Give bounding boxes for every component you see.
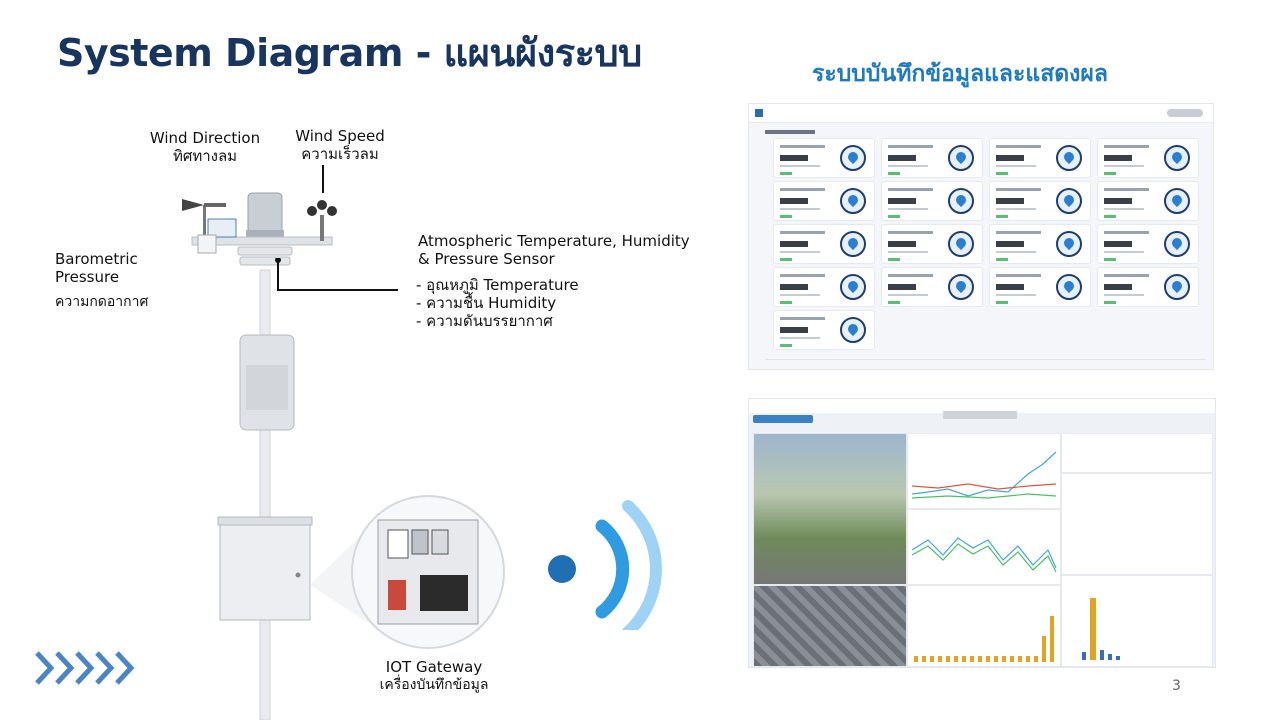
- bullet-humidity: - ความชื้น Humidity: [416, 294, 557, 312]
- atmospheric-sensor-label: Atmospheric Temperature, Humidity & Pres…: [418, 232, 690, 268]
- iot-gateway-zoom: [310, 495, 505, 649]
- atmos-line-2: & Pressure Sensor: [418, 250, 555, 268]
- iot-en: IOT Gateway: [385, 658, 483, 676]
- barometric-en-1: Barometric: [55, 250, 138, 268]
- wind-speed-th: ความเร็วลม: [301, 145, 379, 163]
- iot-gateway-label: IOT Gateway เครื่องบันทึกข้อมูล: [356, 658, 512, 694]
- line-chart-graphic-1: [911, 451, 1057, 499]
- slide-title: System Diagram - แผนผังระบบ: [57, 31, 642, 75]
- sensor-connector-line: [275, 258, 398, 291]
- page-number: 3: [1172, 678, 1181, 694]
- bullet-pressure: - ความดันบรรยากาศ: [416, 312, 553, 330]
- wind-direction-en: Wind Direction: [149, 129, 261, 147]
- weather-station-illustration: [182, 192, 337, 720]
- wireless-signal-icon: [548, 500, 662, 630]
- wind-direction-label: Wind Direction ทิศทางลม: [140, 129, 270, 165]
- barometric-en-2: Pressure: [55, 268, 120, 286]
- barometric-label: Barometric Pressure ความกดอากาศ: [55, 250, 148, 311]
- iot-th: เครื่องบันทึกข้อมูล: [379, 677, 489, 693]
- bar-chart-graphic-1: [914, 616, 1054, 662]
- bullet-temperature: - อุณหภูมิ Temperature: [416, 276, 579, 294]
- line-chart-graphic-2: [911, 537, 1057, 573]
- bar-chart-graphic-2: [1082, 598, 1120, 660]
- parameter-dashboard-screenshot: [748, 103, 1214, 370]
- chevron-arrows-icon: [35, 651, 135, 685]
- barometric-th: ความกดอากาศ: [55, 294, 149, 310]
- wind-speed-connector-line: [322, 165, 324, 193]
- wind-speed-en: Wind Speed: [295, 127, 385, 145]
- sensor-bullet-list: - อุณหภูมิ Temperature - ความชื้น Humidi…: [416, 276, 579, 330]
- wind-direction-th: ทิศทางลม: [172, 147, 238, 165]
- dashboard-subtitle: ระบบบันทึกข้อมูลและแสดงผล: [812, 61, 1108, 87]
- wind-speed-label: Wind Speed ความเร็วลม: [285, 127, 395, 163]
- analytics-dashboard-screenshot: [748, 398, 1216, 668]
- atmos-line-1: Atmospheric Temperature, Humidity: [418, 232, 690, 250]
